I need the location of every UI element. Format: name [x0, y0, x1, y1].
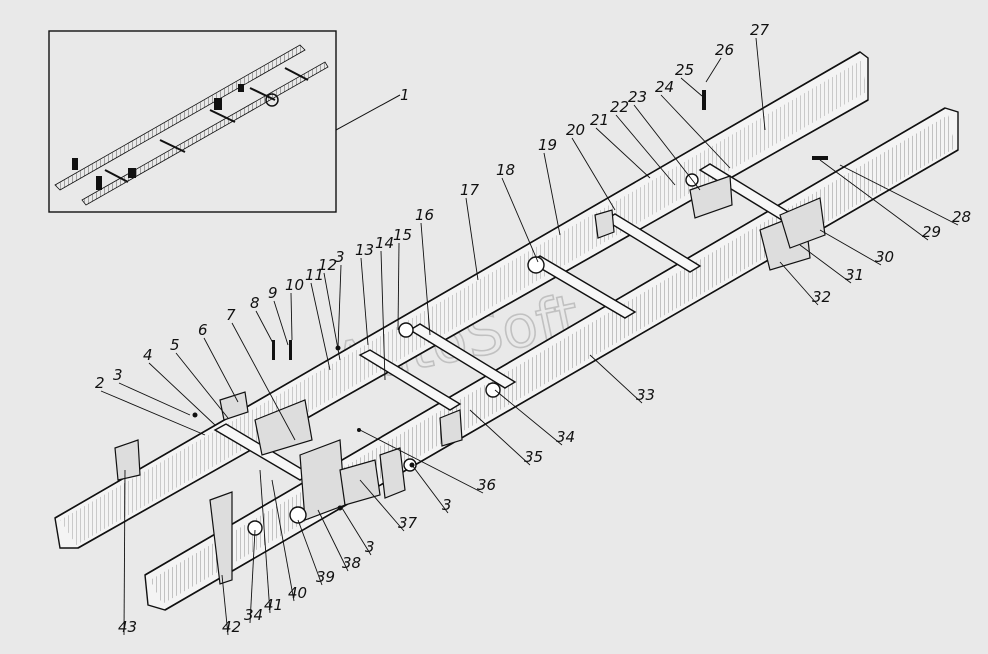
leader-10 [290, 292, 293, 341]
callout-1: 1 [400, 86, 410, 104]
callout-34a: 34 [556, 428, 575, 446]
leader-17 [465, 197, 479, 281]
callout-21: 21 [590, 111, 609, 129]
leader-25 [680, 77, 703, 97]
callout-23: 23 [628, 88, 647, 106]
leader-5 [175, 352, 229, 419]
leader-29 [819, 159, 929, 241]
callout-4: 4 [143, 346, 153, 364]
callout-35: 35 [524, 448, 543, 466]
leader-28 [839, 164, 959, 226]
leader-27 [755, 37, 766, 131]
callout-8: 8 [250, 294, 260, 312]
leader-9 [273, 300, 289, 346]
leader-3a [118, 382, 191, 416]
callout-34b: 34 [244, 606, 263, 624]
callout-3a: 3 [113, 366, 123, 384]
leader-35 [469, 409, 531, 466]
callout-25: 25 [675, 61, 694, 79]
callout-38: 38 [342, 554, 361, 572]
callout-11: 11 [305, 266, 324, 284]
leader-lines [100, 37, 959, 636]
leader-13 [360, 257, 369, 346]
callout-40: 40 [288, 584, 307, 602]
callout-14: 14 [375, 234, 394, 252]
leader-7 [231, 322, 296, 441]
leader-34a [494, 389, 563, 446]
leader-43 [123, 469, 126, 636]
callout-24: 24 [655, 78, 674, 96]
leader-41 [259, 469, 271, 614]
callout-43: 43 [118, 618, 137, 636]
callout-42: 42 [222, 618, 241, 636]
callout-9: 9 [268, 284, 278, 302]
leader-18 [501, 177, 539, 263]
callout-15: 15 [393, 226, 412, 244]
callout-5: 5 [170, 336, 180, 354]
leader-6 [203, 337, 239, 403]
callout-29: 29 [922, 223, 941, 241]
leader-3b [337, 264, 342, 349]
callout-31: 31 [845, 266, 864, 284]
callout-3c: 3 [442, 496, 452, 514]
leader-30 [819, 229, 882, 266]
leader-19 [543, 152, 561, 236]
leader-14 [380, 250, 386, 381]
callout-6: 6 [198, 321, 208, 339]
callout-20: 20 [566, 121, 585, 139]
callout-16: 16 [415, 206, 434, 224]
callout-32: 32 [812, 288, 831, 306]
leader-12 [323, 272, 341, 361]
leader-36 [359, 429, 484, 494]
callout-7: 7 [226, 306, 236, 324]
callout-27: 27 [750, 21, 770, 39]
leader-20 [571, 137, 616, 211]
leader-33 [589, 354, 643, 404]
callout-30: 30 [875, 248, 894, 266]
leader-31 [799, 244, 852, 284]
leader-11 [310, 282, 331, 371]
leader-38 [317, 509, 349, 572]
leader-32 [779, 261, 819, 306]
callout-2: 2 [95, 374, 105, 392]
leader-37 [359, 479, 405, 532]
leader-4 [148, 362, 216, 426]
inset-overview [48, 30, 337, 213]
leader-1 [335, 94, 401, 131]
leader-8 [255, 310, 275, 346]
leader-22 [615, 114, 676, 186]
callout-36: 36 [477, 476, 496, 494]
callout-10: 10 [285, 276, 304, 294]
leader-23 [633, 104, 701, 191]
leader-3d [341, 507, 372, 556]
callout-41: 41 [264, 596, 283, 614]
callout-13: 13 [355, 241, 374, 259]
callout-22: 22 [610, 98, 629, 116]
leader-24 [660, 94, 731, 169]
leader-26 [705, 57, 722, 83]
leader-2 [100, 390, 206, 436]
callout-26: 26 [715, 41, 734, 59]
leader-16 [420, 222, 431, 336]
leader-40 [271, 479, 295, 602]
callout-28: 28 [952, 208, 971, 226]
callout-18: 18 [496, 161, 515, 179]
leader-3c [411, 464, 449, 514]
callout-19: 19 [538, 136, 557, 154]
leader-39 [297, 519, 323, 586]
callout-37: 37 [398, 514, 418, 532]
frame-drawing [54, 51, 959, 611]
callout-17: 17 [460, 181, 480, 199]
leader-42 [221, 574, 229, 636]
callout-12: 12 [318, 256, 337, 274]
callout-3d: 3 [365, 538, 375, 556]
leader-21 [595, 127, 651, 179]
leader-15 [397, 242, 400, 331]
callout-3b: 3 [335, 248, 345, 266]
leader-34b [249, 529, 256, 624]
callout-33: 33 [636, 386, 655, 404]
